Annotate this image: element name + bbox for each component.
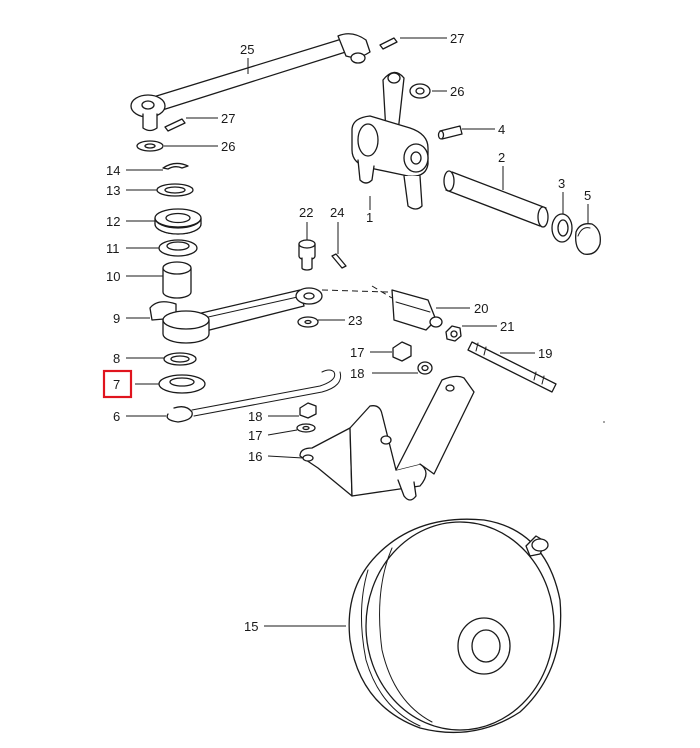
callout-18-right[interactable]: 18 [350,366,364,381]
callout-26-upper[interactable]: 26 [450,84,464,99]
part-4-pin[interactable] [437,125,463,140]
part-24-split-pin[interactable] [331,253,347,269]
part-1-lever-bracket[interactable] [351,71,429,210]
callout-27-upper[interactable]: 27 [450,31,464,46]
callout-19[interactable]: 19 [538,346,552,361]
callout-6[interactable]: 6 [113,409,120,424]
part-11-ring[interactable] [158,239,198,257]
callout-22[interactable]: 22 [299,205,313,220]
callout-20[interactable]: 20 [474,301,488,316]
callout-5[interactable]: 5 [584,188,591,203]
callout-17-left[interactable]: 17 [248,428,262,443]
part-15-brake-booster[interactable] [348,518,562,734]
part-2-shaft[interactable] [443,170,549,228]
callout-12[interactable]: 12 [106,214,120,229]
callout-25[interactable]: 25 [240,42,254,57]
callout-7-highlight-box [102,369,133,399]
callout-14[interactable]: 14 [106,163,120,178]
part-25-shift-rod[interactable] [130,33,371,132]
part-8-washer[interactable] [163,352,197,366]
part-3-seal-ring[interactable] [551,213,573,243]
callout-23[interactable]: 23 [348,313,362,328]
callout-13[interactable]: 13 [106,183,120,198]
callout-9[interactable]: 9 [113,311,120,326]
callout-17-right[interactable]: 17 [350,345,364,360]
callout-labels: 27 26 4 2 3 5 1 25 27 26 14 13 12 11 10 … [106,31,591,634]
part-23-washer[interactable] [297,316,319,328]
callout-10[interactable]: 10 [106,269,120,284]
callout-3[interactable]: 3 [558,176,565,191]
callout-21[interactable]: 21 [500,319,514,334]
part-17-washer-left[interactable] [296,423,316,433]
stray-dot [603,421,605,423]
callout-8[interactable]: 8 [113,351,120,366]
part-9-lever-arm[interactable] [149,287,323,344]
callout-15[interactable]: 15 [244,619,258,634]
callout-2[interactable]: 2 [498,150,505,165]
part-10-sleeve[interactable] [162,261,192,299]
callout-1[interactable]: 1 [366,210,373,225]
callout-18-left[interactable]: 18 [248,409,262,424]
part-22-bolt[interactable] [298,239,316,271]
part-5-cap[interactable] [575,223,601,255]
part-14-circlip[interactable] [162,162,189,170]
part-17-nut-right[interactable] [392,341,412,362]
part-26-washer-upper[interactable] [409,83,431,99]
part-27-pin-upper[interactable] [379,37,398,50]
callout-16[interactable]: 16 [248,449,262,464]
part-27-pin-lower[interactable] [164,118,186,132]
part-6-spring-rod[interactable] [166,369,342,423]
part-16-mounting-bracket[interactable] [299,375,475,501]
leader-lines [126,37,589,627]
part-21-nut[interactable] [445,325,462,342]
part-18-washer-right[interactable] [417,361,433,375]
part-12-bushing[interactable] [154,208,202,235]
part-13-washer[interactable] [156,183,194,197]
callout-27-lower[interactable]: 27 [221,111,235,126]
part-26-washer-lower[interactable] [136,140,164,152]
callout-24[interactable]: 24 [330,205,344,220]
callout-26-lower[interactable]: 26 [221,139,235,154]
callout-4[interactable]: 4 [498,122,505,137]
part-20-clevis[interactable] [391,289,443,331]
callout-7[interactable]: 7 [113,377,120,392]
part-19-threaded-rod[interactable] [467,341,557,393]
part-7-bushing[interactable] [158,374,206,394]
part-18-nut-left[interactable] [299,402,317,419]
callout-11[interactable]: 11 [106,241,120,256]
